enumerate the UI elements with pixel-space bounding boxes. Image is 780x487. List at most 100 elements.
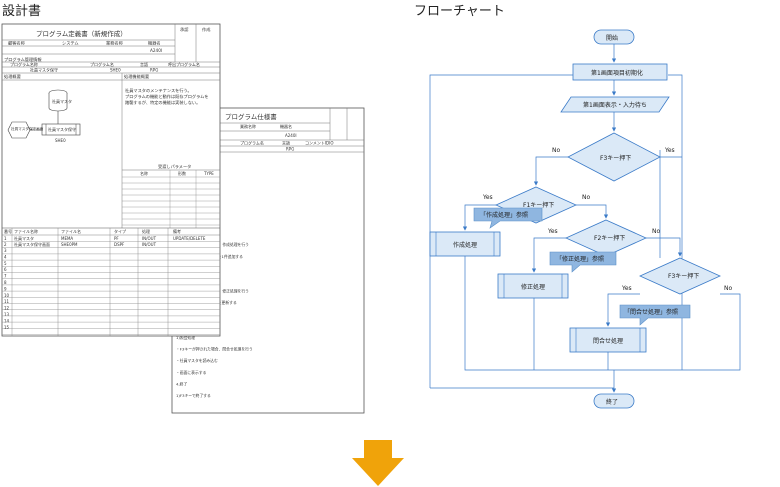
file-cell: 1 (4, 236, 7, 241)
file-cell: DSPF (114, 242, 125, 247)
spec-body-line: ・画面に表示する (176, 370, 207, 375)
process-box (41, 123, 81, 136)
spec-body-line: ・F3キーが押された場合、問合せ処理を行う (176, 347, 253, 352)
decision-f1-no: No (582, 194, 590, 201)
end-label: 終了 (606, 398, 618, 406)
param-table: 名称 形数 TYPE (122, 170, 220, 228)
spec-body-line: 4.終了 (176, 381, 187, 386)
definition-header-row: 顧客名称システム業務名称機器名 (8, 40, 161, 47)
decision-f1-yes: Yes (482, 194, 493, 201)
spec-info-col: 言語 (282, 140, 290, 146)
param-col: 名称 (140, 170, 148, 176)
file-cell: 社員マスタ保守画面 (14, 241, 50, 247)
decision-f4-no: No (724, 285, 732, 292)
file-row-number: 11 (4, 299, 10, 304)
file-row-number: 10 (4, 293, 10, 298)
function-description: 社員マスタのメンテナンスを行う。プログラムの機能と動作は既存プログラムを踏襲する… (125, 87, 209, 106)
file-row-number: 3 (4, 248, 7, 253)
spec-program-code: A240I (285, 133, 297, 138)
callout-inquiry (619, 304, 691, 326)
file-cell: 社員マスタ (14, 235, 34, 241)
function-outline-label: 処理機能概要 (124, 73, 149, 80)
callout-create-label: 「作成処理」参照 (480, 211, 528, 219)
spec-info-col: コンメントIDIO (305, 141, 333, 146)
program-info-col: 言語 (140, 61, 148, 67)
definition-title: プログラム定義書（新規作成） (36, 29, 127, 38)
program-info-col: プログラム名 (90, 61, 114, 67)
display-node (560, 96, 670, 113)
file-row-number: 5 (4, 261, 7, 266)
process-create-label: 作成処理 (453, 241, 477, 249)
description-line: プログラムの機能と動作は既存プログラムを (125, 93, 209, 100)
screen-label: 社員マスタ保守画面 (11, 126, 44, 131)
program-info-value: 社員マスタ保守 (30, 67, 58, 73)
file-row-number: 6 (4, 267, 7, 272)
decision-f4 (639, 257, 721, 295)
file-row-number: 9 (4, 286, 7, 291)
callout-update (549, 251, 617, 273)
callout-create (473, 207, 543, 229)
description-line: 社員マスタのメンテナンスを行う。 (125, 87, 192, 94)
program-info-col: 呼出プログラム名 (168, 61, 200, 67)
file-row-number: 15 (4, 325, 10, 330)
param-col: 形数 (178, 170, 186, 176)
file-row-number: 4 (4, 254, 7, 259)
process-update (497, 273, 569, 299)
file-cell: MEMA (61, 236, 73, 241)
process-update-label: 修正処理 (521, 283, 545, 291)
file-col: 番号 (4, 228, 12, 234)
header-col: 顧客名称 (8, 40, 25, 47)
process-inquiry (569, 327, 647, 353)
file-row-number: 13 (4, 312, 10, 317)
database-label: 社員マスタ (52, 98, 72, 104)
database-icon (48, 89, 68, 112)
flowchart-heading: フローチャート (414, 4, 505, 19)
screen-icon (7, 121, 31, 139)
spec-body-line: 1)照会処理 (176, 335, 195, 340)
decision-f3-label: F3キー押下 (600, 154, 631, 162)
program-code: A240I (150, 48, 162, 53)
init-label: 第1画面項目初期化 (591, 69, 643, 77)
file-col: 処理 (142, 228, 150, 234)
file-row-number: 14 (4, 318, 10, 323)
param-title: 受渡しパラメータ (158, 163, 191, 170)
header-col: 業務名称 (106, 40, 123, 47)
approval-label: 作成 (202, 26, 210, 33)
process-outline-label: 処理概要 (4, 73, 21, 80)
decision-f2-yes: Yes (547, 228, 558, 235)
program-info-value: RPG (150, 68, 158, 73)
description-line: 踏襲するが、特定の機能は実装しない。 (125, 99, 200, 106)
file-cell: 2 (4, 242, 7, 247)
init-node (572, 63, 668, 81)
spec-header-col: 業務名称 (240, 123, 256, 129)
file-col: タイプ (114, 228, 126, 234)
down-arrow-icon (352, 440, 404, 486)
display-label: 第1画面表示・入力待ち (583, 101, 647, 109)
file-cell: IN/OUT (142, 236, 157, 241)
callout-inquiry-label: 「問合せ処理」参照 (624, 308, 678, 316)
flowchart: 開始 第1画面項目初期化 第1画面表示・入力待ち F3キー押下 No Yes F… (429, 29, 741, 409)
process-box-sub: SHE0 (55, 138, 66, 143)
file-cell: PF (114, 236, 119, 241)
program-info-value: SHE0 (110, 68, 121, 73)
file-row-number: 12 (4, 306, 10, 311)
process-inquiry-label: 問合せ処理 (593, 337, 623, 345)
program-definition-sheet: プログラム定義書（新規作成） 承認作成 顧客名称システム業務名称機器名 A240… (1, 23, 221, 337)
file-col: ファイル名 (61, 228, 81, 234)
file-cell: IN/OUT (142, 242, 157, 247)
approval-labels: 承認作成 (180, 26, 210, 33)
decision-f3-yes: Yes (664, 147, 675, 154)
param-col: TYPE (203, 171, 214, 176)
header-col: 機器名 (148, 40, 161, 47)
decision-f3 (567, 132, 661, 182)
spec-title: プログラム仕様書 (225, 112, 277, 121)
decision-f4-label: F3キー押下 (668, 272, 699, 280)
spec-info-col: プログラム名 (240, 140, 264, 146)
decision-f4-yes: Yes (621, 285, 632, 292)
spec-header-col: 機器名 (280, 123, 292, 129)
file-row-number: 7 (4, 274, 7, 279)
spec-body-line: ・社員マスタを読み込む (176, 358, 218, 363)
decision-f2-no: No (652, 228, 660, 235)
file-col: ファイル名称 (14, 228, 38, 234)
